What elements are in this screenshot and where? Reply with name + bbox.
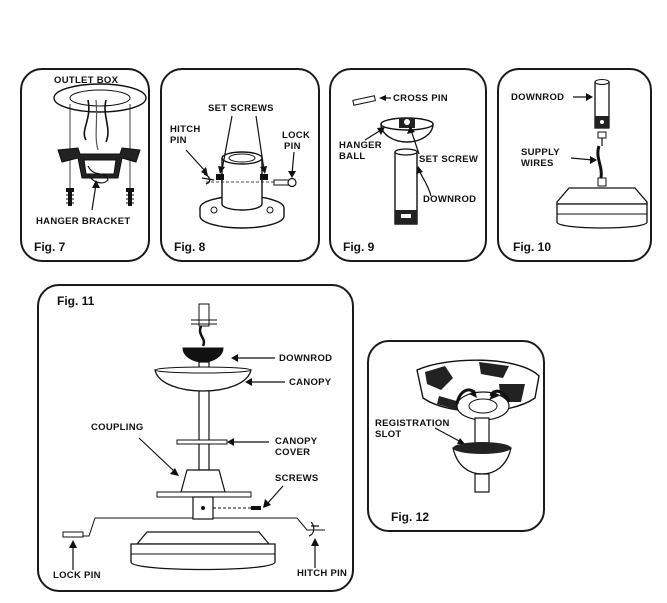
supply-label-line1: SUPPLY [521, 147, 560, 158]
registration-label-line1: REGISTRATION [375, 418, 450, 429]
figure-10-caption: Fig. 10 [513, 240, 552, 254]
figure-11-caption: Fig. 11 [57, 294, 95, 308]
figure-10-panel: DOWNROD SUPPLY WIRES Fig. 10 [497, 68, 652, 262]
hanger-label-line2: BALL [339, 151, 366, 162]
lock-label-line2: PIN [284, 141, 301, 152]
canopy-label: CANOPY [289, 377, 332, 388]
figure-10-illustration [556, 79, 648, 229]
figure-8-panel: SET SCREWS HITCH PIN LOCK PIN Fig. 8 [160, 68, 320, 262]
figure-7-illustration [53, 83, 147, 211]
hitch-pin-label: HITCH PIN [297, 568, 348, 579]
figure-12-illustration [416, 359, 540, 493]
outlet-box-label: OUTLET BOX [54, 75, 119, 86]
hitch-label-line2: PIN [170, 135, 187, 146]
figure-9-illustration [352, 95, 434, 225]
figure-11-panel: Fig. 11 DOWNROD CANOPY COUPLING CANOPY C… [37, 284, 354, 592]
downrod-label: DOWNROD [511, 92, 565, 103]
registration-label-line2: SLOT [375, 429, 402, 440]
hitch-label-line1: HITCH [170, 124, 201, 135]
downrod-label: DOWNROD [279, 353, 333, 364]
figure-8-caption: Fig. 8 [174, 240, 206, 254]
lock-label-line1: LOCK [282, 130, 311, 141]
screws-label: SCREWS [275, 473, 319, 484]
hanger-label-line1: HANGER [339, 140, 382, 151]
hanger-bracket-label: HANGER BRACKET [36, 216, 131, 227]
supply-label-line2: WIRES [521, 158, 554, 169]
figure-9-panel: CROSS PIN HANGER BALL SET SCREW DOWNROD … [329, 68, 487, 262]
downrod-label: DOWNROD [423, 194, 477, 205]
figure-7-caption: Fig. 7 [34, 240, 66, 254]
figure-11-illustration [62, 303, 325, 571]
set-screws-label: SET SCREWS [208, 103, 274, 114]
lock-pin-label: LOCK PIN [53, 570, 101, 581]
set-screw-label: SET SCREW [419, 154, 479, 165]
figure-12-caption: Fig. 12 [391, 510, 430, 524]
canopy-cover-label-line1: CANOPY [275, 436, 318, 447]
cross-pin-label: CROSS PIN [393, 93, 448, 104]
figure-12-panel: REGISTRATION SLOT Fig. 12 [367, 340, 545, 532]
figure-8-illustration [185, 115, 297, 229]
coupling-label: COUPLING [91, 422, 144, 433]
figure-9-caption: Fig. 9 [343, 240, 375, 254]
canopy-cover-label-line2: COVER [275, 447, 311, 458]
figure-7-panel: OUTLET BOX HANGER BRACKET Fig. 7 [20, 68, 150, 262]
